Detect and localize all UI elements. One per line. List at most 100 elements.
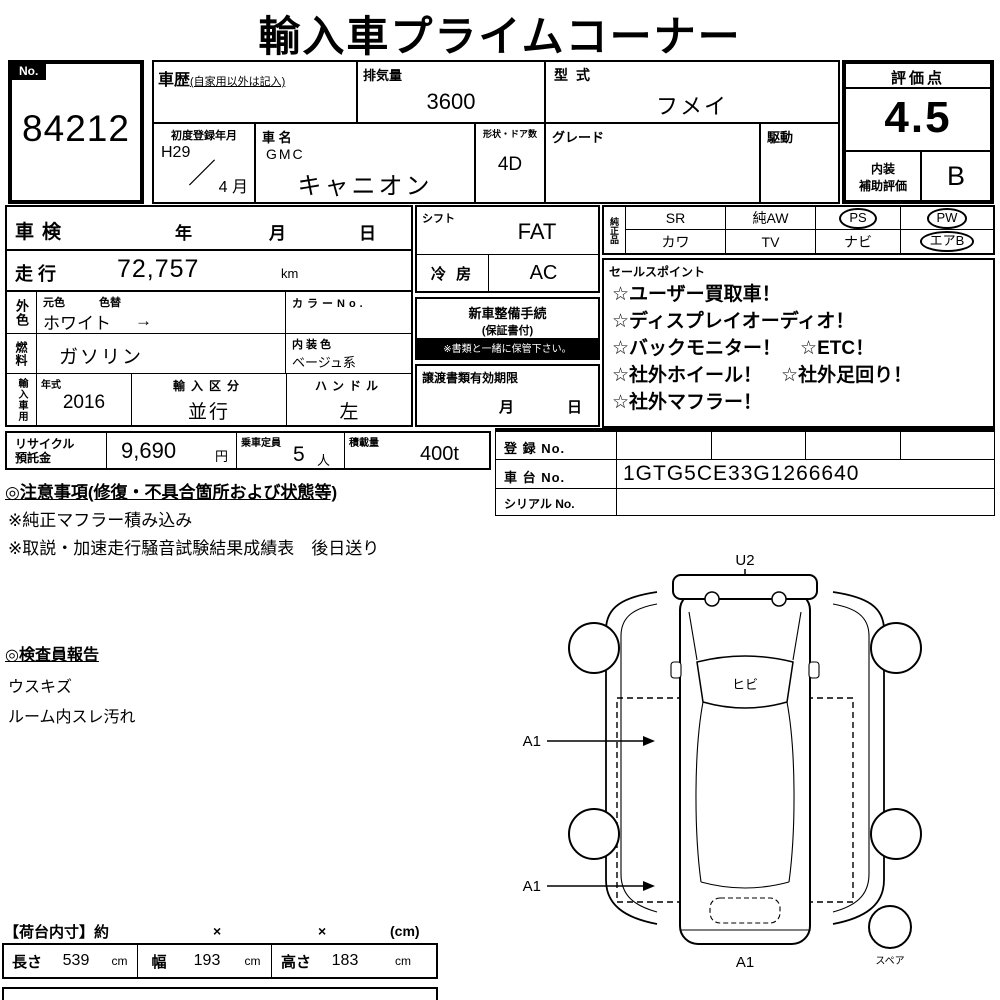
registration-no-cell-2 xyxy=(710,432,806,459)
shift-ac-box: シフト FAT 冷 房 AC xyxy=(415,205,600,293)
first-registration-slash: ／ xyxy=(188,158,217,189)
shift-label: シフト xyxy=(422,213,455,225)
docs-keep-note: ※書類と一緒に保管下さい。 xyxy=(417,338,598,358)
sales-point-3: ☆バックモニター！ ☆ETC！ xyxy=(612,338,875,359)
transfer-month-label: 月 xyxy=(499,399,515,416)
wheel-right-rear xyxy=(870,808,922,860)
cargo-length-label: 長さ xyxy=(11,953,42,971)
arrowhead-upper xyxy=(643,736,655,746)
color-change-label: 色替 xyxy=(99,297,121,309)
registration-no-cell-1 xyxy=(616,432,711,459)
windshield-crack-label: ヒビ xyxy=(732,677,758,692)
cargo-heading: 【荷台内寸】約 xyxy=(4,924,110,941)
vehicle-info-table: 車検 年 月 日 走行 72,757 km 外色 元色 色替 ホワイト → カラ… xyxy=(5,205,413,427)
transfer-docs-box: 譲渡書類有効期限 月 日 xyxy=(415,364,600,427)
interior-color-label: 内装色 xyxy=(292,339,334,351)
sales-point-2: ☆ディスプレイオーディオ！ xyxy=(612,311,855,332)
cargo-extra-row xyxy=(2,987,438,1000)
shaken-day-label: 日 xyxy=(359,224,376,243)
body-doors-label: 形状・ドア数 xyxy=(482,129,537,139)
recycle-row: リサイクル 預託金 9,690 円 乗車定員 5 人 積載量 400t xyxy=(5,431,491,470)
mileage-unit: km xyxy=(281,266,299,281)
color-change-arrow: → xyxy=(135,311,152,330)
left-side-panel xyxy=(605,591,658,925)
defect-code-a1-lower: A1 xyxy=(523,878,541,895)
inspector-line-2: ルーム内スレ汚れ xyxy=(8,709,136,726)
interior-rating-label-2: 補助評価 xyxy=(858,179,907,193)
cargo-height-unit: cm xyxy=(395,954,411,968)
ac-label: 冷 房 xyxy=(417,255,489,291)
shift-value: FAT xyxy=(517,219,557,244)
top-bumper xyxy=(672,574,818,600)
recycle-value: 9,690 xyxy=(121,438,177,463)
interior-rating-label-1: 内装 xyxy=(870,162,895,176)
capacity-unit: 人 xyxy=(317,453,331,468)
rating-box: 評価点 4.5 内装 補助評価 B xyxy=(842,60,994,204)
history-label: 車歴 xyxy=(158,72,191,89)
spare-tire-icon xyxy=(868,905,912,949)
lot-number-label: No. xyxy=(11,63,47,80)
notes-heading: ◎注意事項(修復・不具合箇所および状態等) xyxy=(5,483,338,502)
steering-value: 左 xyxy=(339,402,359,423)
cargo-times-1: × xyxy=(213,923,222,939)
fuel-value: ガソリン xyxy=(59,347,144,368)
transfer-docs-label: 譲渡書類有効期限 xyxy=(422,371,519,385)
serial-no-value xyxy=(616,489,994,515)
cargo-height-value: 183 xyxy=(331,952,359,969)
cargo-unit-label: (cm) xyxy=(390,923,420,939)
lot-number-value: 84212 xyxy=(22,108,130,149)
sales-point-5: ☆社外マフラー！ xyxy=(612,392,763,413)
body-doors-value: 4D xyxy=(497,154,523,175)
recycle-label-2: 預託金 xyxy=(15,451,52,465)
right-side-panel xyxy=(832,591,885,925)
option-navi: ナビ xyxy=(844,233,872,250)
ac-value: AC xyxy=(529,261,558,284)
sales-point-4: ☆社外ホイール！ ☆社外足回り！ xyxy=(612,365,913,386)
recycle-unit: 円 xyxy=(214,449,228,464)
shaken-label: 車検 xyxy=(15,222,70,243)
import-use-label: 輸入車用 xyxy=(16,377,27,422)
panel-code-u2: U2 xyxy=(735,552,754,569)
vehicle-condition-diagram: U2 ヒビ A1 A1 A1 スペア xyxy=(523,552,922,971)
load-capacity-label: 積載量 xyxy=(349,438,379,449)
rating-score: 4.5 xyxy=(884,93,952,142)
note-line-2: ※取説・加速走行騒音試験結果成績表 後日送り xyxy=(8,539,380,558)
washer-right xyxy=(771,591,787,607)
model-year-label: 年式 xyxy=(41,380,61,391)
first-registration-label: 初度登録年月 xyxy=(171,130,237,142)
factory-options-label: 純正品 xyxy=(609,216,619,244)
sales-point-1: ☆ユーザー買取車！ xyxy=(612,284,781,305)
first-registration-year: H29 xyxy=(161,144,191,161)
option-power-steering: PS xyxy=(839,207,877,229)
cargo-width-unit: cm xyxy=(234,945,272,977)
exterior-color-value: ホワイト xyxy=(43,314,111,333)
car-name-label: 車 名 xyxy=(262,130,292,145)
interior-color-value: ベージュ系 xyxy=(292,355,356,370)
fuel-label: 燃料 xyxy=(14,340,28,367)
option-tv: TV xyxy=(761,233,780,250)
rear-window xyxy=(700,881,790,889)
cargo-length-value: 539 xyxy=(62,952,90,969)
defect-code-a1-upper: A1 xyxy=(523,733,541,750)
spare-tire-label: スペア xyxy=(875,956,904,967)
color-no-label: カラーNo. xyxy=(292,298,367,310)
washer-left xyxy=(704,591,720,607)
capacity-value: 5 xyxy=(293,443,305,466)
recycle-label-1: リサイクル xyxy=(15,437,75,451)
transfer-day-label: 日 xyxy=(566,399,582,416)
cargo-length-unit: cm xyxy=(102,945,138,977)
mileage-label: 走行 xyxy=(15,264,61,284)
displacement-label: 排気量 xyxy=(363,68,403,83)
shaken-month-label: 月 xyxy=(269,224,286,243)
original-color-label: 元色 xyxy=(43,297,65,309)
inspector-line-1: ウスキズ xyxy=(8,679,73,696)
new-car-docs-label: 新車整備手続 xyxy=(468,306,547,321)
wheel-left-front xyxy=(568,622,620,674)
shaken-year-label: 年 xyxy=(175,224,192,243)
wheel-right-front xyxy=(870,622,922,674)
warranty-label: (保証書付) xyxy=(481,325,534,337)
cargo-dimensions: 【荷台内寸】約 × × (cm) 長さ 539 cm 幅 193 cm 高さ 1… xyxy=(0,921,440,1000)
mirror-right-icon xyxy=(808,661,820,679)
model-code-label: 型式 xyxy=(554,67,598,83)
